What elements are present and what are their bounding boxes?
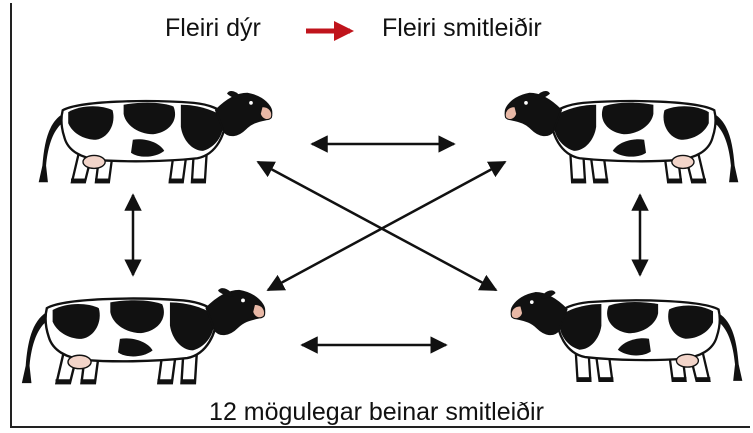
cow-top-right-icon [503, 89, 740, 185]
title-left-text: Fleiri dýr [165, 14, 261, 42]
diagram-caption: 12 mögulegar beinar smitleiðir [209, 398, 544, 426]
cow-top-left-icon [37, 89, 274, 185]
arrow-diagonal-down [256, 160, 498, 292]
figure-frame [10, 3, 750, 428]
arrow-diagonal-up [266, 160, 507, 292]
cow-bottom-right-icon [509, 289, 744, 384]
cow-bottom-left-icon [20, 286, 266, 386]
diagram-title: Fleiri dýr Fleiri smitleiðir [0, 14, 753, 48]
title-right-text: Fleiri smitleiðir [382, 14, 542, 42]
